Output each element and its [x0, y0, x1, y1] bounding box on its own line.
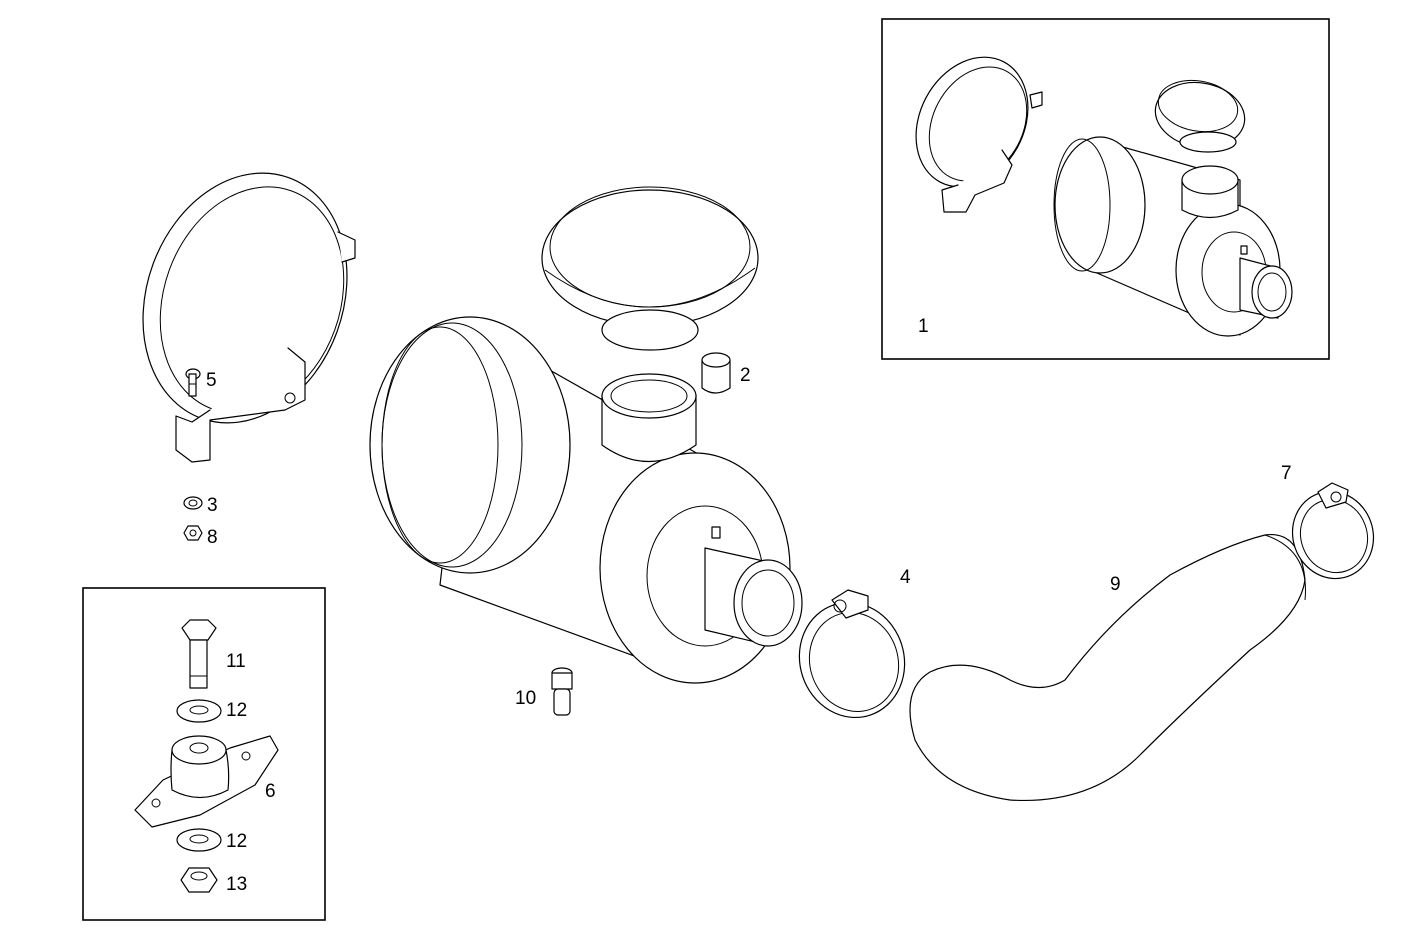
assembly-filter-body — [1053, 136, 1293, 337]
nut-13 — [180, 867, 218, 893]
rubber-mount-6 — [134, 735, 279, 828]
label-10: 10 — [515, 688, 536, 709]
washer-3 — [183, 496, 203, 510]
label-3: 3 — [207, 495, 218, 516]
label-4: 4 — [900, 567, 911, 588]
washer-12-lower — [176, 828, 222, 852]
air-filter-cover — [541, 186, 759, 351]
hose-clamp-7 — [1291, 482, 1375, 580]
washer-12-upper — [176, 699, 222, 723]
label-5: 5 — [206, 370, 217, 391]
valve-10 — [551, 667, 573, 716]
mount-inset-frame — [82, 587, 326, 921]
label-12-lower: 12 — [226, 831, 247, 852]
nut-8 — [183, 525, 203, 541]
hose-9 — [909, 533, 1306, 802]
bolt-5 — [185, 368, 201, 397]
label-1: 1 — [918, 316, 929, 337]
cap-2 — [701, 352, 731, 394]
label-7: 7 — [1281, 463, 1292, 484]
assembly-cap — [1154, 79, 1246, 153]
assembly-inset-frame — [881, 18, 1330, 360]
label-13: 13 — [226, 874, 247, 895]
label-8: 8 — [207, 527, 218, 548]
mount-inset: 11 12 6 12 13 — [82, 587, 326, 921]
label-12-upper: 12 — [226, 700, 247, 721]
hose-clamp-4 — [798, 589, 906, 719]
bolt-11 — [181, 619, 217, 689]
assembly-bracket — [915, 56, 1043, 213]
mounting-strap — [142, 172, 356, 463]
label-9: 9 — [1110, 574, 1121, 595]
assembly-inset: 1 — [881, 18, 1330, 360]
label-2: 2 — [740, 365, 751, 386]
air-filter-body — [369, 316, 803, 684]
label-6: 6 — [265, 781, 276, 802]
label-11: 11 — [226, 651, 246, 672]
